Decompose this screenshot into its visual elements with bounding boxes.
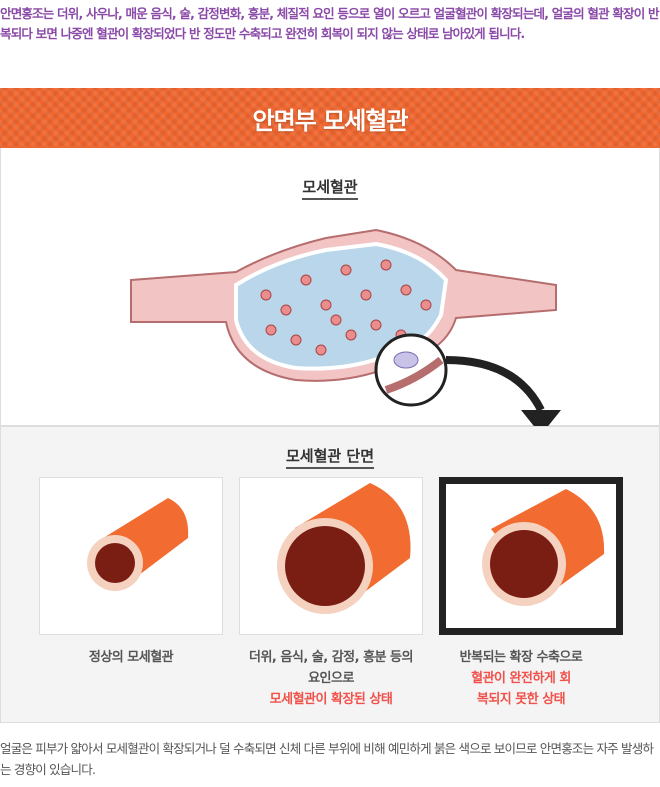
outro-text: 얼굴은 피부가 얇아서 모세혈관이 확장되거나 덜 수축되면 신체 다른 부위에… bbox=[0, 741, 654, 777]
capillary-panel: 모세혈관 bbox=[0, 148, 660, 435]
normal-vessel-image bbox=[39, 477, 223, 635]
tube-icon bbox=[87, 498, 189, 591]
caption-normal: 정상의 모세혈관 bbox=[88, 650, 174, 665]
capillary-illustration bbox=[130, 228, 561, 435]
cross-section-title: 모세혈관 단면 bbox=[1, 445, 659, 469]
intro-text: 안면홍조는 더위, 사우나, 매운 음식, 술, 감정변화, 흥분, 체질적 요… bbox=[0, 6, 659, 41]
unrecovered-vessel-image bbox=[439, 477, 623, 635]
capillary-title: 모세혈관 bbox=[1, 176, 659, 200]
section-banner: 안면부 모세혈관 bbox=[0, 88, 660, 148]
banner-title: 안면부 모세혈관 bbox=[252, 106, 409, 135]
dilated-vessel-image bbox=[239, 477, 423, 635]
